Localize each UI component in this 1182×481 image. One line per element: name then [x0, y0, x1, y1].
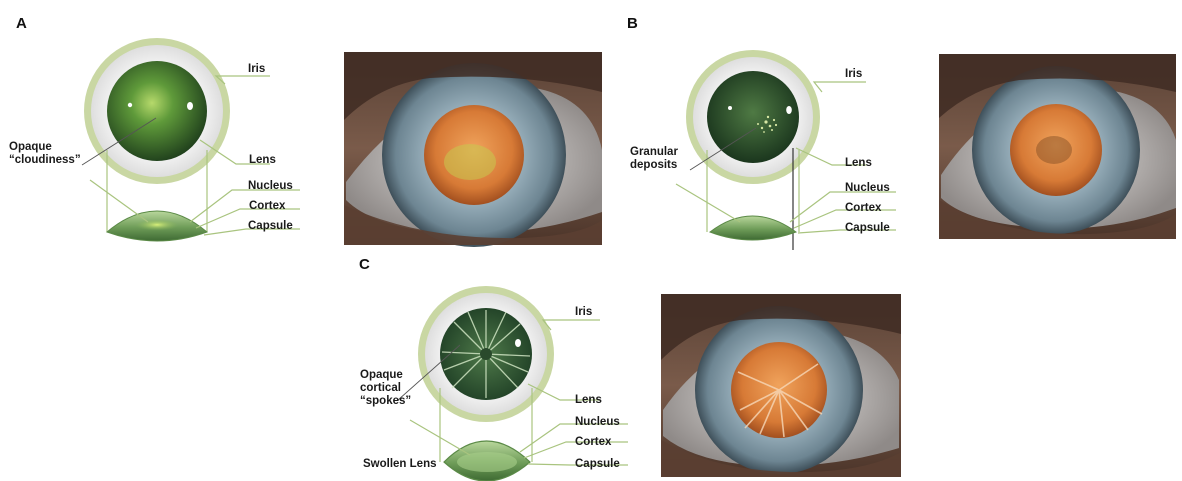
label-iris: Iris: [248, 63, 265, 75]
reflection-highlight: [515, 339, 521, 347]
lens-nucleus: [480, 348, 492, 360]
reflection-highlight: [187, 102, 193, 110]
label-lens: Lens: [845, 157, 872, 169]
panel-a-diagram: Iris Lens Nucleus Cortex Capsule Opaque …: [9, 38, 300, 241]
label-nucleus: Nucleus: [575, 416, 620, 428]
label-cortex: Cortex: [249, 200, 286, 212]
panel-letter-b: B: [627, 15, 638, 32]
label-nucleus: Nucleus: [845, 182, 890, 194]
label-finding-line3: “spokes”: [360, 395, 411, 407]
lens-granular-deposits: [707, 71, 799, 163]
label-cortex: Cortex: [845, 202, 882, 214]
panel-c-diagram: Iris Lens Nucleus Cortex Capsule Opaque …: [360, 286, 628, 481]
label-iris: Iris: [575, 306, 592, 318]
reflection-highlight: [728, 106, 732, 110]
panel-b-diagram: Iris Lens Nucleus Cortex Capsule Granula…: [630, 50, 896, 250]
label-lens: Lens: [249, 154, 276, 166]
label-finding-line2: cortical: [360, 382, 401, 394]
label-finding-line1: Opaque: [9, 141, 52, 153]
label-finding-line1: Opaque: [360, 369, 403, 381]
eye-photo-a: [344, 52, 602, 247]
reflection-highlight: [786, 106, 792, 114]
label-finding-line2: “cloudiness”: [9, 154, 81, 166]
label-lens: Lens: [575, 394, 602, 406]
lens-capsule-shape: [710, 216, 796, 240]
eye-photo-b: [939, 54, 1176, 239]
label-cortex: Cortex: [575, 436, 612, 448]
label-capsule: Capsule: [248, 220, 293, 232]
panel-letter-a: A: [16, 15, 27, 32]
lens-nucleus: [135, 220, 179, 232]
label-nucleus: Nucleus: [248, 180, 293, 192]
reflection-highlight: [128, 103, 132, 107]
lens-opaque-cloudiness: [107, 61, 207, 161]
eye-photo-c: [661, 294, 901, 477]
label-capsule: Capsule: [575, 458, 620, 470]
label-capsule: Capsule: [845, 222, 890, 234]
label-iris: Iris: [845, 68, 862, 80]
label-finding-line1: Granular: [630, 146, 678, 158]
label-swollen-lens: Swollen Lens: [363, 458, 437, 470]
label-finding-line2: deposits: [630, 159, 677, 171]
panel-letter-c: C: [359, 256, 370, 273]
